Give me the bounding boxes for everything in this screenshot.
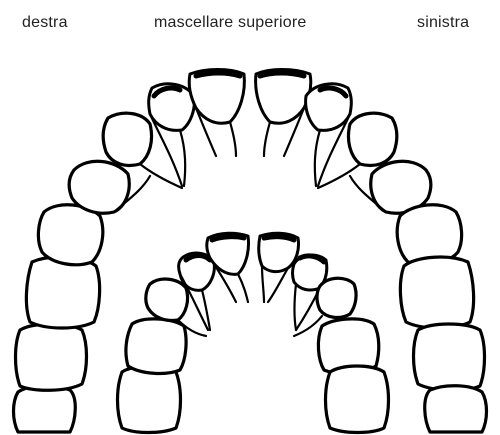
outer-arch — [14, 70, 487, 433]
tooth-outer-r-molar-2 — [16, 324, 87, 390]
tooth-outer-l-canine — [348, 113, 396, 165]
tooth-inner-r-canine — [146, 279, 188, 320]
tooth-outer-l-molar-1 — [400, 257, 473, 328]
tooth-outer-r-canine — [103, 113, 151, 165]
tooth-outer-l-premolar-2 — [397, 205, 461, 265]
tooth-outer-l-molar-3 — [425, 386, 487, 432]
tooth-inner-l-canine — [317, 278, 356, 317]
tooth-inner-r-molar-1 — [126, 319, 186, 374]
tooth-outer-r-molar-1 — [26, 257, 99, 328]
tooth-inner-l-molar-2 — [326, 366, 389, 433]
tooth-outer-r-molar-3 — [14, 386, 76, 432]
tooth-inner-r-molar-2 — [118, 366, 181, 433]
tooth-outer-r-premolar-2 — [38, 205, 102, 265]
inner-arch — [118, 233, 389, 432]
tooth-outer-l-molar-2 — [414, 324, 485, 390]
